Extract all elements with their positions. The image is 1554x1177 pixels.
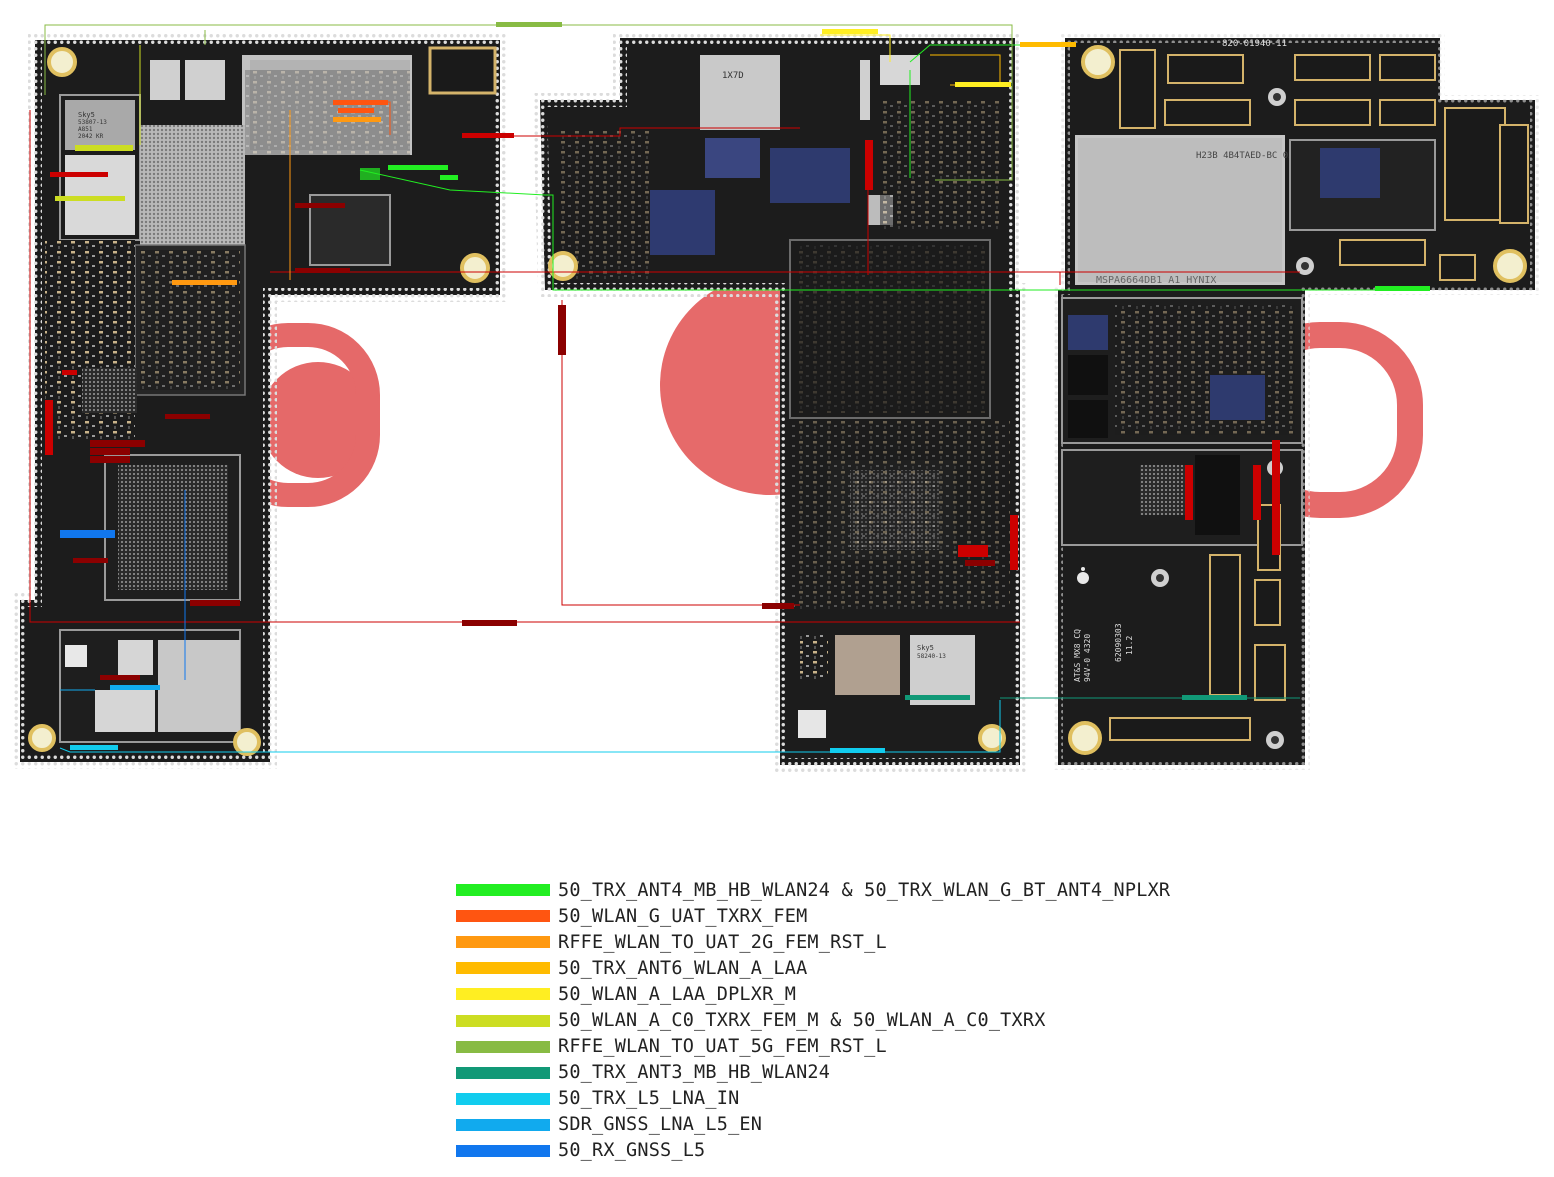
skyworks-mid-part: 58240-13	[917, 653, 946, 660]
legend-swatch	[456, 1066, 550, 1079]
left-board: Sky5 53807-13 A851 2042 KR	[13, 33, 507, 769]
board-cert-1: AT&S MX8 CQ	[1073, 629, 1082, 682]
legend-label: RFFE_WLAN_TO_UAT_5G_FEM_RST_L	[558, 1036, 887, 1058]
board-cert-3: 62090303	[1114, 623, 1123, 662]
legend-swatch	[456, 936, 550, 949]
legend-item: 50_TRX_L5_LNA_IN	[456, 1086, 1316, 1112]
skyworks-left-line3: 2042 KR	[78, 133, 104, 140]
skyworks-left-part: 53807-13	[78, 119, 107, 126]
net-traces	[29, 24, 1430, 753]
legend-item: 50_WLAN_A_LAA_DPLXR_M	[456, 981, 1316, 1007]
legend-item: 50_TRX_ANT3_MB_HB_WLAN24	[456, 1060, 1316, 1086]
right-board: 820-01940-11 H23B 4B4TAED-BC 03 MSPA6664…	[1053, 33, 1540, 770]
legend-swatch	[456, 884, 550, 897]
board-diagram: Sky5 53807-13 A851 2042 KR 1X7D	[13, 22, 1540, 772]
legend-label: 50_TRX_L5_LNA_IN	[558, 1088, 740, 1110]
net-label-tags	[45, 22, 1430, 753]
legend-swatch	[456, 1118, 550, 1131]
legend-label: 50_WLAN_G_UAT_TXRX_FEM	[558, 905, 808, 927]
legend-item: RFFE_WLAN_TO_UAT_2G_FEM_RST_L	[456, 929, 1316, 955]
legend-item: 50_WLAN_G_UAT_TXRX_FEM	[456, 903, 1316, 929]
legend-swatch	[456, 910, 550, 923]
legend-label: RFFE_WLAN_TO_UAT_2G_FEM_RST_L	[558, 931, 887, 953]
legend-item: SDR_GNSS_LNA_L5_EN	[456, 1112, 1316, 1138]
skyworks-mid-brand: Sky5	[917, 644, 934, 652]
legend-item: 50_WLAN_A_C0_TXRX_FEM_M & 50_WLAN_A_C0_T…	[456, 1007, 1316, 1033]
skyworks-left-line2: A851	[78, 126, 93, 133]
board-part-number: 820-01940-11	[1222, 39, 1287, 49]
board-cert-2: 94V-0 4320	[1083, 634, 1092, 682]
legend: 50_TRX_ANT4_MB_HB_WLAN24 & 50_TRX_WLAN_G…	[456, 877, 1316, 1164]
legend-swatch	[456, 988, 550, 1001]
legend-swatch	[456, 1144, 550, 1157]
legend-label: 50_WLAN_A_LAA_DPLXR_M	[558, 983, 797, 1005]
legend-label: 50_TRX_ANT3_MB_HB_WLAN24	[558, 1062, 831, 1084]
legend-item: 50_TRX_ANT6_WLAN_A_LAA	[456, 955, 1316, 981]
legend-swatch	[456, 1040, 550, 1053]
legend-swatch	[456, 1014, 550, 1027]
legend-label: 50_RX_GNSS_L5	[558, 1140, 706, 1162]
middle-board: 1X7D Sky5 58240-13	[532, 31, 1027, 772]
legend-label: 50_TRX_ANT4_MB_HB_WLAN24 & 50_TRX_WLAN_G…	[558, 879, 1171, 901]
legend-swatch	[456, 1092, 550, 1105]
board-cert-4: 11.2	[1125, 636, 1134, 655]
hynix-code: MSPA6664DB1 A1 HYNIX	[1096, 275, 1216, 286]
legend-label: SDR_GNSS_LNA_L5_EN	[558, 1114, 763, 1136]
legend-item: 50_TRX_ANT4_MB_HB_WLAN24 & 50_TRX_WLAN_G…	[456, 877, 1316, 903]
legend-swatch	[456, 962, 550, 975]
memory-code: H23B 4B4TAED-BC 03	[1196, 151, 1294, 161]
skyworks-left-brand: Sky5	[78, 111, 95, 119]
apple-logo-icon	[1077, 567, 1089, 584]
legend-item: 50_RX_GNSS_L5	[456, 1138, 1316, 1164]
legend-label: 50_WLAN_A_C0_TXRX_FEM_M & 50_WLAN_A_C0_T…	[558, 1010, 1046, 1032]
chip-top-code: 1X7D	[722, 71, 744, 81]
legend-label: 50_TRX_ANT6_WLAN_A_LAA	[558, 957, 808, 979]
legend-item: RFFE_WLAN_TO_UAT_5G_FEM_RST_L	[456, 1034, 1316, 1060]
